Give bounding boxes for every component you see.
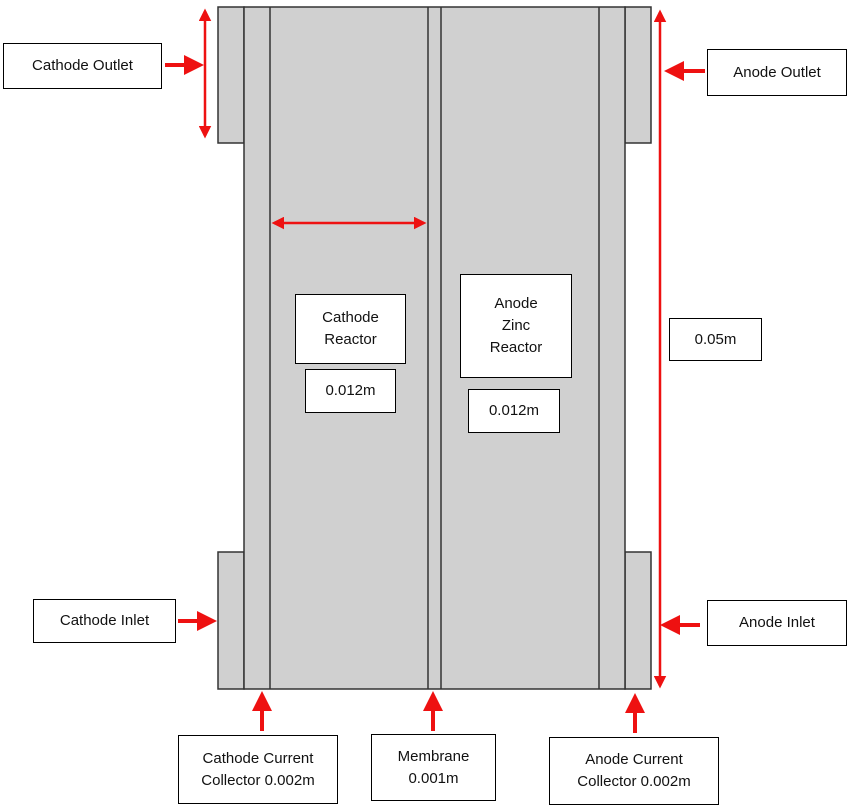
cathode-inlet-port: [217, 551, 245, 690]
cell-height-label: 0.05m: [669, 318, 762, 361]
cathode-reactor-label: Cathode Reactor: [295, 294, 406, 364]
layer-dividers: [269, 7, 600, 689]
anode-outlet-label: Anode Outlet: [707, 49, 847, 96]
cathode-collector-label: Cathode Current Collector 0.002m: [178, 735, 338, 804]
anode-inlet-label: Anode Inlet: [707, 600, 847, 646]
cathode-outlet-label: Cathode Outlet: [3, 43, 162, 89]
anode-outlet-port: [624, 6, 652, 144]
anode-reactor-width-label: 0.012m: [468, 389, 560, 433]
cathode-reactor-width-label: 0.012m: [305, 369, 396, 413]
membrane-label: Membrane 0.001m: [371, 734, 496, 801]
anode-inlet-port: [624, 551, 652, 690]
anode-collector-label: Anode Current Collector 0.002m: [549, 737, 719, 805]
anode-reactor-label: Anode Zinc Reactor: [460, 274, 572, 378]
cathode-outlet-port: [217, 6, 245, 144]
cell-body: [217, 6, 652, 690]
cathode-inlet-label: Cathode Inlet: [33, 599, 176, 643]
